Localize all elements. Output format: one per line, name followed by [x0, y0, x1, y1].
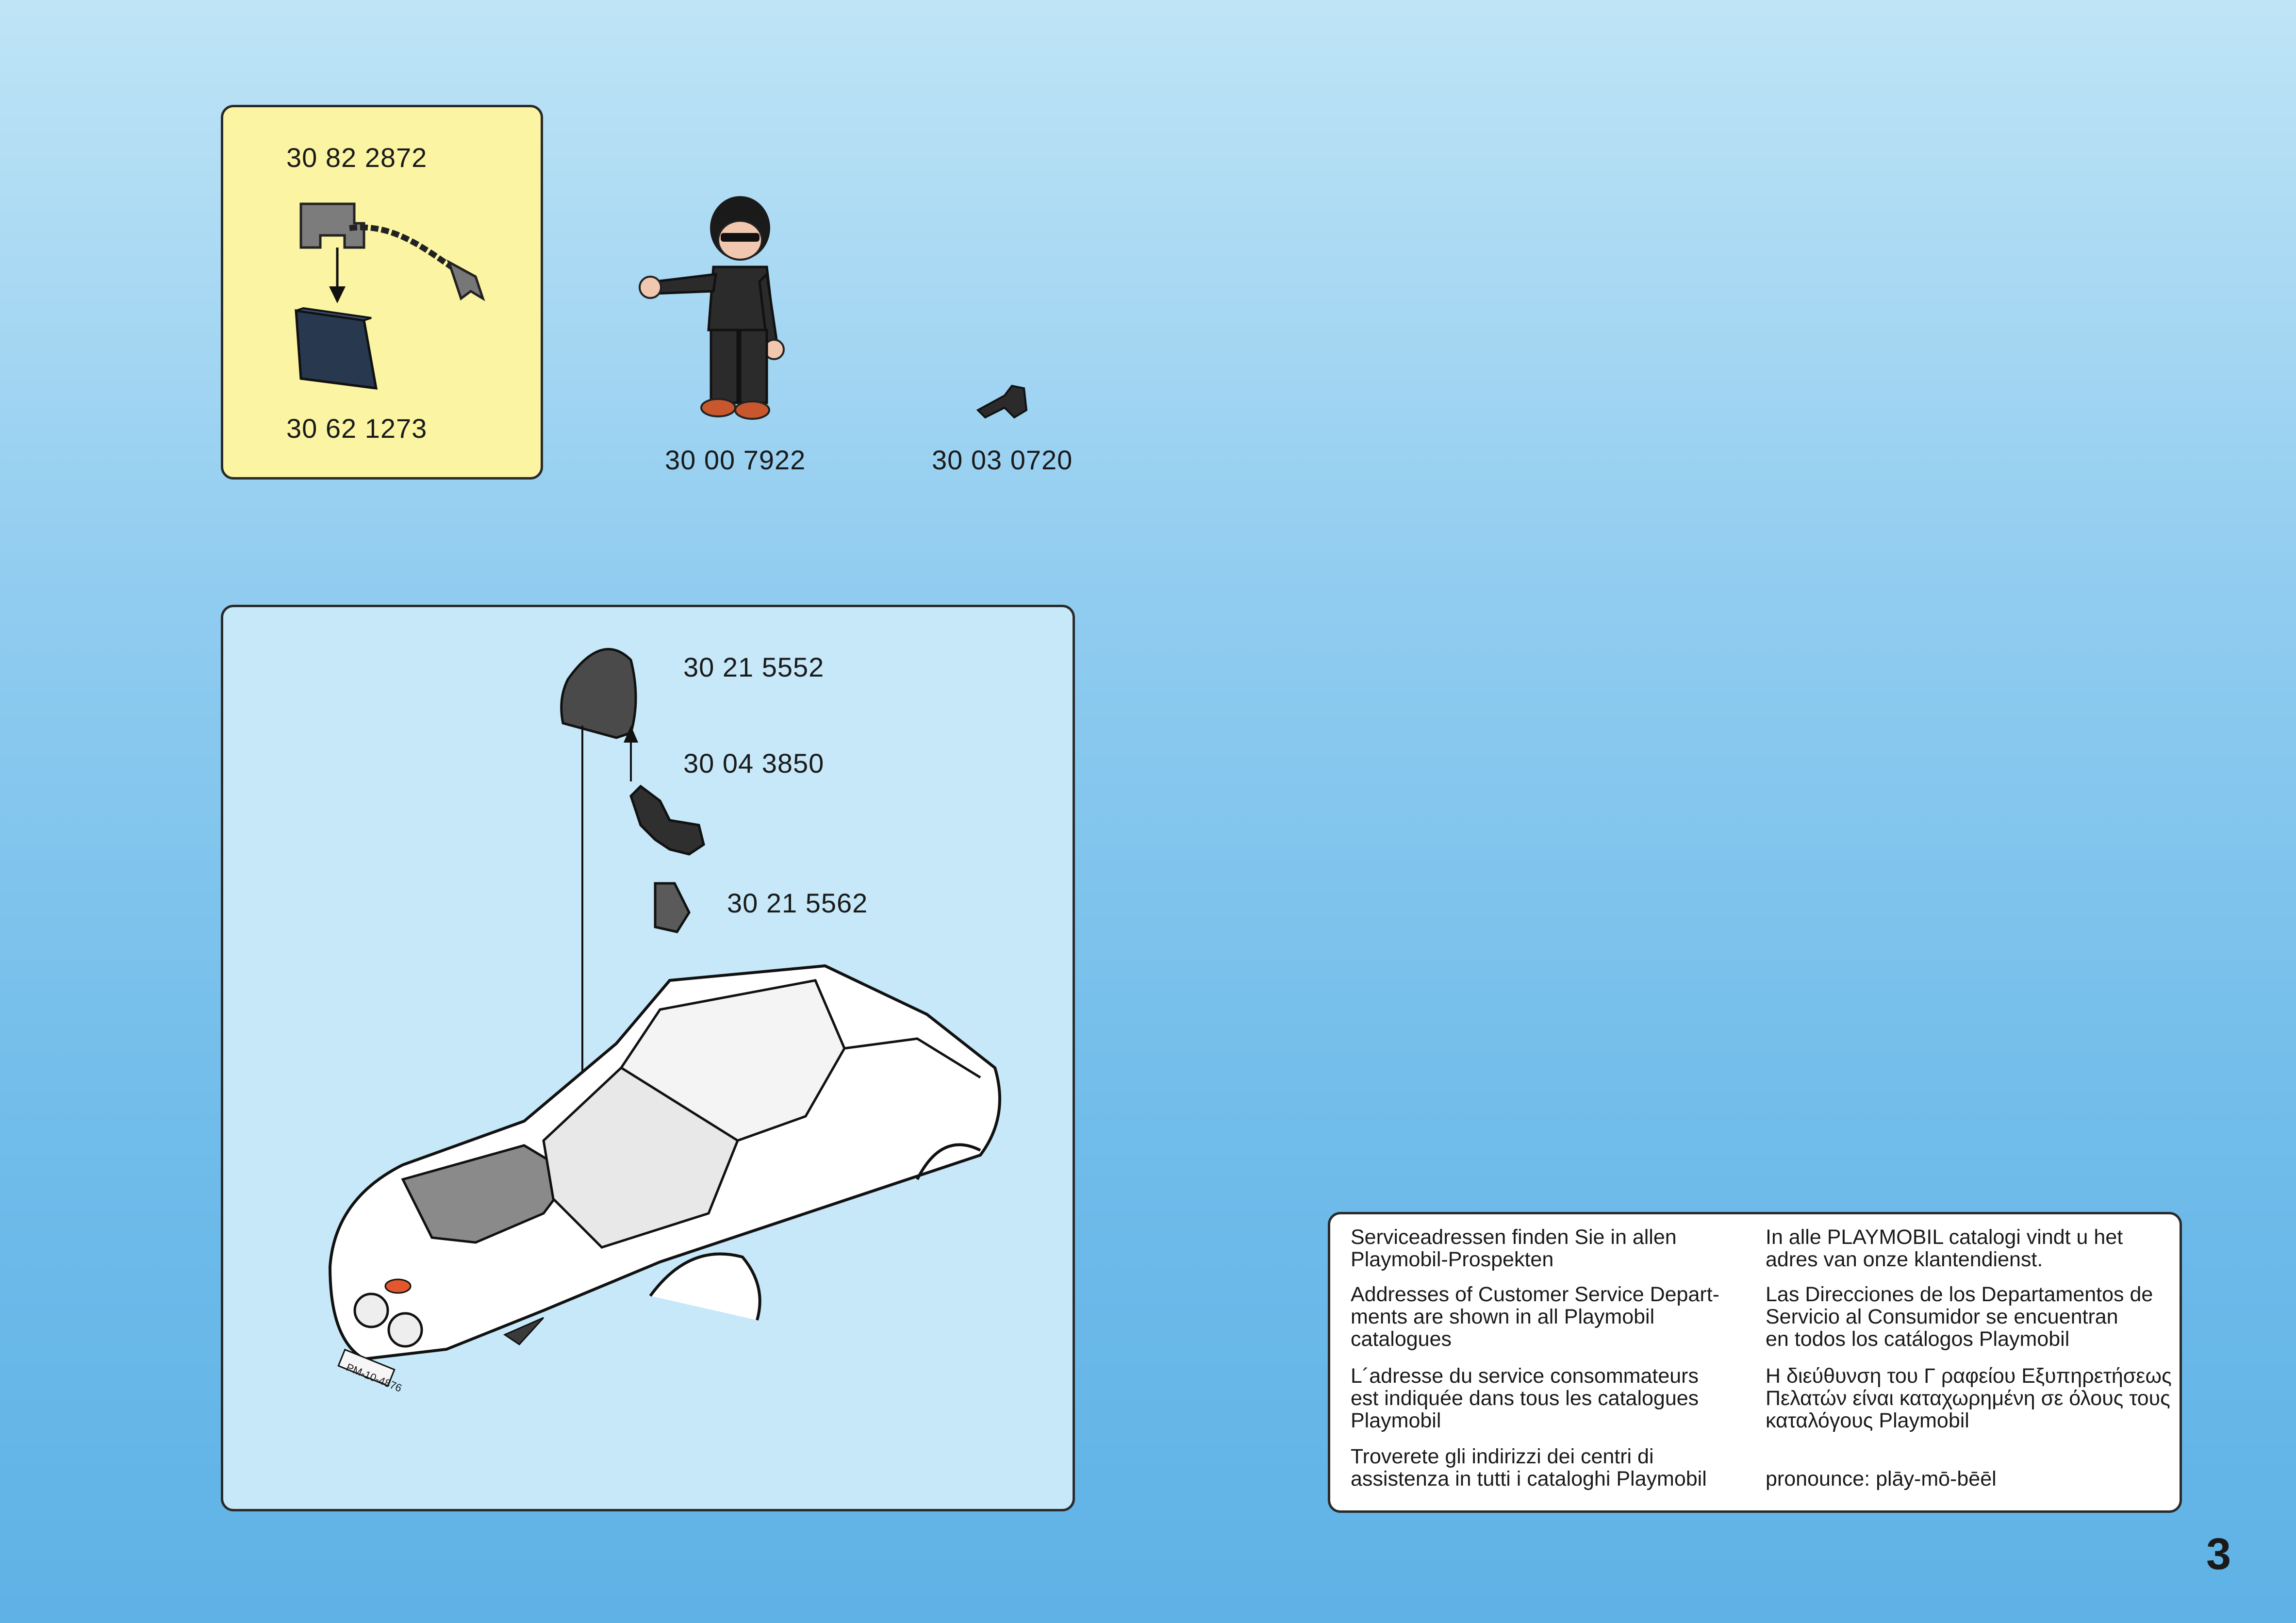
part-code-helmet: 30 21 5552 [683, 652, 825, 682]
pronunciation-note: pronounce: plāy-mō-bēēl [1766, 1467, 1997, 1491]
sunglasses-illustration [976, 384, 1028, 419]
part-code-lever: 30 21 5562 [727, 888, 868, 918]
part-code-case: 30 62 1273 [286, 413, 428, 444]
service-info-nl: In alle PLAYMOBIL catalogi vindt u het a… [1766, 1226, 2123, 1271]
accessory-parts-panel [221, 105, 543, 480]
hook-chain-illustration [299, 202, 485, 303]
service-info-en: Addresses of Customer Service Depart- me… [1351, 1283, 1719, 1351]
agent-figure-illustration [639, 196, 785, 420]
part-code-headset: 30 04 3850 [683, 748, 825, 778]
service-info-fr: L´adresse du service consommateurs est i… [1351, 1364, 1699, 1432]
briefcase-illustration [295, 307, 378, 390]
service-info-it: Troverete gli indirizzi dei centri di as… [1351, 1445, 1707, 1491]
part-code-hook: 30 82 2872 [286, 142, 428, 173]
part-code-figure: 30 00 7922 [665, 445, 806, 475]
car-assembly-illustration [328, 648, 1001, 1387]
service-info-box [1328, 1212, 2182, 1513]
service-info-gr: Η διεύθυνση του Γ ραφείου Εξυπηρετήσεως … [1766, 1364, 2172, 1432]
service-info-es: Las Direcciones de los Departamentos de … [1766, 1283, 2153, 1351]
page-number: 3 [2206, 1529, 2231, 1579]
service-info-de: Serviceadressen finden Sie in allen Play… [1351, 1226, 1677, 1271]
part-code-glasses: 30 03 0720 [932, 445, 1073, 475]
